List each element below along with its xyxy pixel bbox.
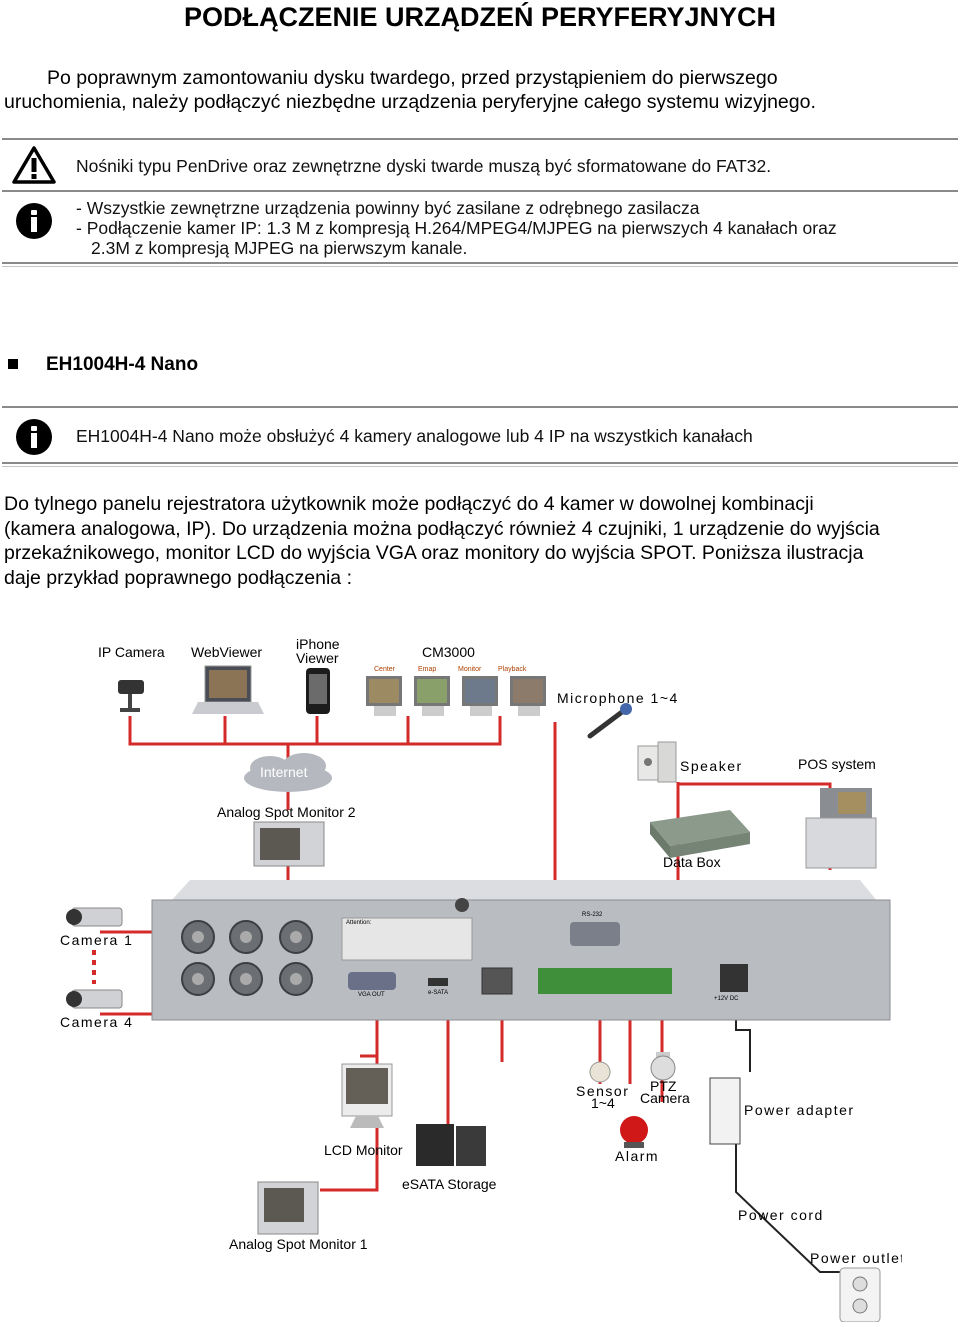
label-sensor: Sensor (576, 1083, 630, 1099)
label-cm3000: CM3000 (422, 644, 475, 660)
body-line: (kamera analogowa, IP). Do urządzenia mo… (4, 517, 880, 540)
dvr-back-panel (151, 880, 891, 1021)
body-line: Do tylnego panelu rejestratora użytkowni… (4, 493, 814, 515)
label-power-cord: Power cord (738, 1207, 824, 1223)
info-line: - Podłączenie kamer IP: 1.3 M z kompresj… (76, 218, 837, 238)
panel-vga: VGA OUT (358, 992, 385, 998)
power-wiring (735, 998, 840, 1273)
label-data-box: Data Box (663, 854, 721, 870)
wiring (100, 716, 832, 1192)
info-icon (16, 419, 52, 455)
label-ip-camera: IP Camera (98, 644, 165, 660)
divider (2, 190, 958, 192)
intro-line: uruchomienia, należy podłączyć niezbędne… (4, 91, 816, 113)
info-line: 2.3M z kompresją MJPEG na pierwszym kana… (91, 238, 468, 258)
info-line: - Wszystkie zewnętrzne urządzenia powinn… (76, 198, 700, 218)
diagram-graphics (66, 665, 891, 1322)
divider (2, 262, 958, 264)
alarm-icon (620, 1116, 648, 1148)
esata-storage-icon (416, 1124, 486, 1166)
panel-attention: Attention: (346, 920, 372, 926)
info-note: - Wszystkie zewnętrzne urządzenia powinn… (76, 198, 958, 258)
analog-camera-icon (66, 989, 123, 1009)
ip-camera-icon (118, 680, 144, 712)
ptz-camera-icon (650, 1052, 676, 1081)
label-pos-system: POS system (798, 756, 876, 772)
label-camera-1: Camera 1 (60, 932, 134, 948)
page-title: PODŁĄCZENIE URZĄDZEŃ PERYFERYJNYCH (183, 2, 777, 32)
divider (2, 138, 958, 140)
connection-diagram: IP Camera WebViewer iPhone Viewer CM3000… (60, 632, 902, 1322)
label-sensor: 1~4 (591, 1095, 615, 1111)
iphone-icon (306, 668, 330, 714)
sensor-icon (589, 1061, 611, 1083)
divider (2, 266, 958, 267)
microphone-icon (587, 703, 632, 739)
label-camera-4: Camera 4 (60, 1014, 134, 1030)
data-box-icon (650, 810, 750, 858)
bullet-icon (8, 359, 18, 369)
label-lcd-monitor: LCD Monitor (324, 1142, 403, 1158)
label-ptz: Camera (640, 1090, 690, 1106)
cm3000-monitors (366, 676, 546, 716)
label-power-outlet: Power outlet (810, 1250, 902, 1266)
analog-monitor-icon (257, 1181, 319, 1235)
cm-tab: Playback (498, 666, 527, 673)
body-line: przekaźnikowego, monitor LCD do wyjścia … (4, 542, 864, 564)
cm-tab: Monitor (458, 666, 482, 673)
divider (2, 466, 958, 467)
body-line: daje przykład poprawnego podłączenia : (4, 566, 352, 589)
power-outlet-icon (839, 1267, 881, 1322)
intro-line: Po poprawnym zamontowaniu dysku twardego… (47, 67, 778, 89)
power-adapter-icon (709, 1077, 741, 1145)
panel-dc: +12V DC (714, 996, 739, 1002)
pos-system-icon (805, 788, 877, 869)
label-analog-spot-monitor-2: Analog Spot Monitor 2 (217, 804, 356, 820)
intro-paragraph: Po poprawnym zamontowaniu dysku twardego… (4, 66, 954, 114)
analog-camera-icon (66, 907, 123, 927)
internet-cloud-icon (244, 753, 332, 792)
label-iphone-viewer: Viewer (296, 650, 339, 666)
label-webviewer: WebViewer (191, 644, 263, 660)
label-esata-storage: eSATA Storage (402, 1176, 497, 1192)
speaker-icon (637, 741, 677, 783)
section-note: EH1004H-4 Nano może obsłużyć 4 kamery an… (76, 426, 753, 446)
section-title: EH1004H-4 Nano (46, 354, 199, 375)
label-speaker: Speaker (680, 758, 743, 774)
label-power-adapter: Power adapter (744, 1102, 855, 1118)
analog-monitor-icon (253, 821, 325, 867)
label-microphone: Microphone 1~4 (557, 690, 679, 706)
panel-esata: e-SATA (428, 990, 449, 996)
label-iphone-viewer: iPhone (296, 636, 340, 652)
divider (2, 406, 958, 408)
label-analog-spot-monitor-1: Analog Spot Monitor 1 (229, 1236, 368, 1252)
divider (2, 462, 958, 464)
lcd-monitor-icon (341, 1063, 393, 1128)
cm-tab: Emap (418, 666, 437, 673)
laptop-icon (192, 665, 264, 714)
label-alarm: Alarm (615, 1148, 660, 1164)
warning-icon (12, 146, 56, 184)
cm-tab: Center (374, 666, 396, 673)
info-icon (16, 203, 52, 239)
body-paragraph: Do tylnego panelu rejestratora użytkowni… (4, 492, 959, 590)
warning-note: Nośniki typu PenDrive oraz zewnętrzne dy… (76, 156, 772, 176)
panel-rs232: RS-232 (582, 912, 603, 918)
label-ptz: PTZ (650, 1078, 677, 1094)
label-internet: Internet (260, 764, 308, 780)
